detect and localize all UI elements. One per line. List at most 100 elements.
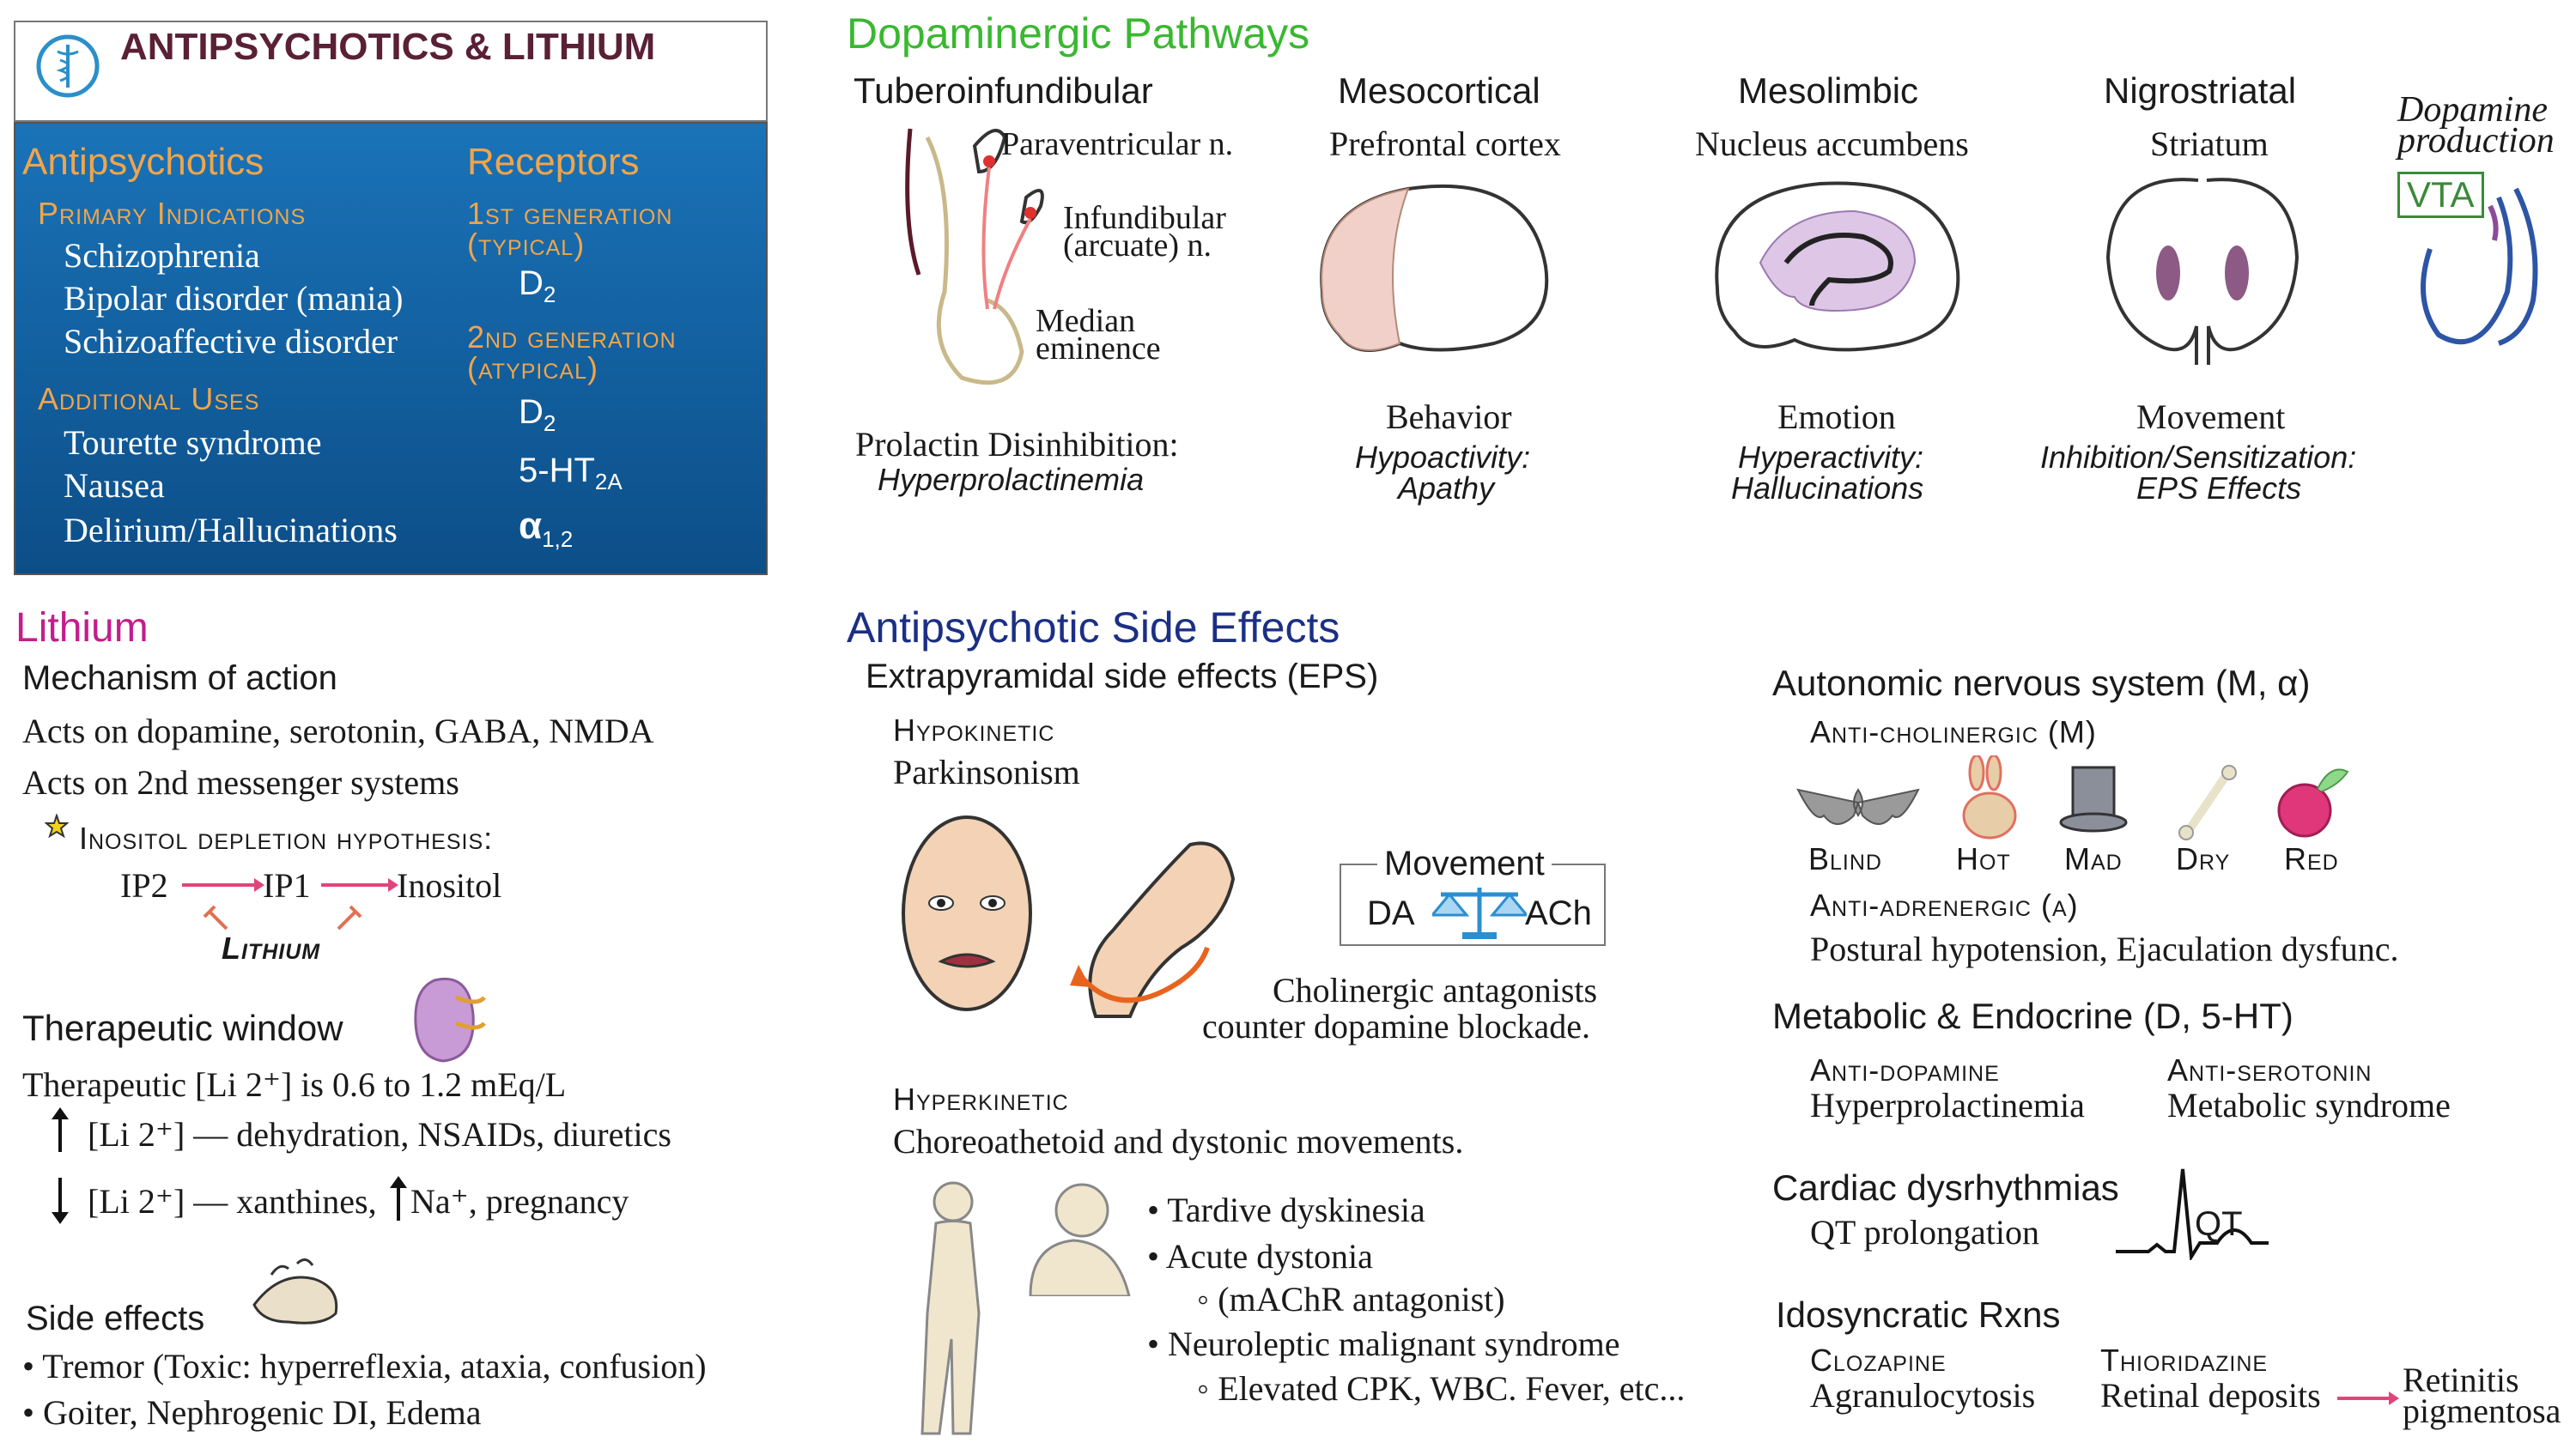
tremor-hand-icon bbox=[252, 1258, 338, 1325]
pathway-effect: Inhibition/Sensitization: bbox=[2040, 440, 2357, 475]
vta-illustration bbox=[2421, 187, 2538, 346]
antiserotonin-heading: Anti-serotonin bbox=[2167, 1052, 2372, 1088]
first-gen-sublabel: (typical) bbox=[467, 227, 586, 262]
anticholinergic-heading: Anti-cholinergic (M) bbox=[1810, 714, 2097, 749]
pathway-effect: Hyperactivity: bbox=[1738, 440, 1924, 475]
primary-indications-heading: Primary Indications bbox=[38, 196, 307, 231]
autonomic-heading: Autonomic nervous system (M, α) bbox=[1772, 663, 2311, 703]
side-effects-section-heading: Antipsychotic Side Effects bbox=[847, 603, 1340, 652]
lithium-label: Lithium bbox=[222, 931, 321, 966]
indication-item: Schizoaffective disorder bbox=[64, 322, 398, 361]
pathway-function: Prolactin Disinhibition: bbox=[855, 425, 1179, 464]
eps-heading: Extrapyramidal side effects (EPS) bbox=[866, 658, 1379, 695]
parkinson-face-illustration bbox=[902, 815, 1032, 1011]
ip2-label: IP2 bbox=[120, 866, 168, 905]
hypokinetic-heading: Hypokinetic bbox=[893, 712, 1055, 748]
arrow-icon bbox=[182, 878, 264, 892]
antiserotonin-item: Metabolic syndrome bbox=[2167, 1086, 2451, 1125]
page-title: ANTIPSYCHOTICS & LITHIUM bbox=[120, 26, 656, 68]
antiadrenergic-line: Postural hypotension, Ejaculation dysfun… bbox=[1810, 930, 2399, 968]
antidopamine-item: Hyperprolactinemia bbox=[1810, 1086, 2085, 1125]
walking-figure-illustration bbox=[920, 1181, 981, 1435]
decrease-line: [Li 2⁺] — xanthines, bbox=[88, 1182, 377, 1221]
pathway-name: Mesolimbic bbox=[1738, 70, 1919, 111]
mechanism-heading: Mechanism of action bbox=[22, 659, 337, 697]
kidney-icon bbox=[414, 977, 486, 1063]
additional-use-item: Nausea bbox=[64, 466, 165, 505]
ip1-label: IP1 bbox=[263, 866, 311, 905]
mesocortical-brain-illustration bbox=[1320, 185, 1549, 352]
receptors-heading: Receptors bbox=[467, 141, 640, 183]
up-arrow-icon bbox=[52, 1107, 69, 1152]
vta-label: VTA bbox=[2397, 172, 2484, 218]
title-bar bbox=[14, 21, 768, 122]
paraventricular-label: Paraventricular n. bbox=[1001, 126, 1234, 162]
additional-use-item: Tourette syndrome bbox=[64, 423, 322, 462]
side-effects-heading: Side effects bbox=[26, 1300, 205, 1337]
balance-scale-icon bbox=[1432, 888, 1527, 939]
inositol-label: Inositol bbox=[397, 866, 502, 905]
cardiac-item: QT prolongation bbox=[1810, 1213, 2040, 1252]
pathway-effect: Hypoactivity: bbox=[1355, 440, 1531, 475]
rabbit-icon bbox=[1962, 755, 2017, 840]
beet-icon bbox=[2277, 768, 2349, 838]
additional-uses-heading: Additional Uses bbox=[38, 381, 260, 416]
pathway-function: Behavior bbox=[1386, 397, 1512, 436]
hyperkinetic-item: Choreoathetoid and dystonic movements. bbox=[893, 1122, 1464, 1161]
dopamine-production-label: Dopamine bbox=[2397, 90, 2548, 130]
antiadrenergic-heading: Anti-adrenergic (α) bbox=[1810, 888, 2079, 923]
eminence-label: eminence bbox=[1036, 330, 1161, 367]
receptor-d2: D2 bbox=[519, 264, 556, 307]
anticholinergic-item: Red bbox=[2284, 841, 2339, 876]
ecg-icon bbox=[2116, 1168, 2269, 1260]
antidopamine-heading: Anti-dopamine bbox=[1810, 1052, 2000, 1088]
anticholinergic-item: Dry bbox=[2176, 841, 2231, 876]
infundibular-label: Infundibular bbox=[1063, 200, 1226, 236]
lithium-heading: Lithium bbox=[15, 605, 149, 651]
pathway-name: Mesocortical bbox=[1338, 70, 1540, 111]
hypokinetic-item: Parkinsonism bbox=[893, 753, 1080, 791]
dopamine-heading: Dopaminergic Pathways bbox=[847, 9, 1310, 58]
idiosyncratic-heading: Idosyncratic Rxns bbox=[1776, 1294, 2061, 1335]
cholinergic-line: Cholinergic antagonists bbox=[1273, 971, 1598, 1009]
receptor-5ht2a: 5-HT2A bbox=[519, 452, 623, 494]
down-arrow-icon bbox=[52, 1178, 69, 1224]
dopamine-production-label: production bbox=[2397, 121, 2555, 161]
indication-item: Schizophrenia bbox=[64, 236, 260, 275]
hyper-sub-bullet: ◦ (mAChR antagonist) bbox=[1197, 1280, 1505, 1319]
caduceus-icon bbox=[36, 34, 100, 98]
arcuate-label: (arcuate) n. bbox=[1063, 227, 1212, 264]
receptor-d2: D2 bbox=[519, 393, 556, 436]
anticholinergic-item: Mad bbox=[2064, 841, 2123, 876]
retinitis-label: Retinitis bbox=[2403, 1361, 2519, 1399]
therapeutic-line: Therapeutic [Li 2⁺] is 0.6 to 1.2 mEq/L bbox=[22, 1065, 567, 1104]
clozapine-heading: Clozapine bbox=[1810, 1343, 1947, 1378]
bone-icon bbox=[2178, 765, 2237, 840]
thioridazine-item: Retinal deposits bbox=[2100, 1376, 2321, 1415]
cardiac-heading: Cardiac dysrhythmias bbox=[1772, 1167, 2119, 1208]
mesolimbic-brain-illustration bbox=[1715, 181, 1960, 352]
bat-icon bbox=[1796, 788, 1920, 825]
pathway-name: Tuberoinfundibular bbox=[854, 70, 1153, 111]
hyper-sub-bullet: ◦ Elevated CPK, WBC. Fever, etc... bbox=[1197, 1369, 1686, 1408]
antipsychotics-heading: Antipsychotics bbox=[22, 141, 264, 183]
therapeutic-heading: Therapeutic window bbox=[22, 1008, 343, 1048]
hyper-bullet: • Neuroleptic malignant syndrome bbox=[1147, 1325, 1620, 1363]
da-label: DA bbox=[1367, 894, 1415, 932]
inositol-heading: Inositol depletion hypothesis: bbox=[79, 821, 494, 856]
pathway-effect: Hallucinations bbox=[1731, 470, 1924, 506]
pathway-effect: EPS Effects bbox=[2136, 470, 2302, 506]
mechanism-line: Acts on 2nd messenger systems bbox=[22, 763, 459, 802]
indication-item: Bipolar disorder (mania) bbox=[64, 279, 404, 318]
torticollis-figure-illustration bbox=[1029, 1183, 1131, 1296]
retinitis-label: pigmentosa bbox=[2403, 1391, 2561, 1430]
arrow-icon bbox=[2337, 1391, 2399, 1405]
qt-label: QT bbox=[2195, 1205, 2243, 1243]
median-label: Median bbox=[1036, 303, 1136, 339]
anticholinergic-item: Hot bbox=[1956, 841, 2011, 876]
receptor-alpha: α1,2 bbox=[519, 505, 574, 552]
nigrostriatal-brain-illustration bbox=[2105, 178, 2300, 365]
pathway-region: Prefrontal cortex bbox=[1329, 124, 1561, 163]
antipsychotics-panel bbox=[14, 122, 768, 575]
arrow-icon bbox=[321, 878, 398, 892]
